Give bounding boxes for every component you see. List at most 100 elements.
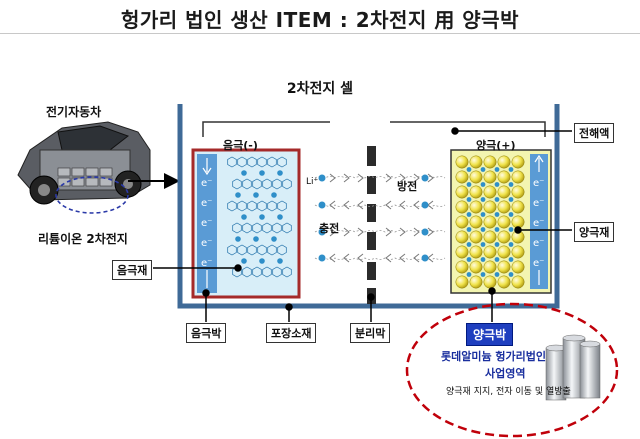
cathode-particle (469, 230, 483, 244)
li-ion-dot (508, 272, 514, 277)
cathode-particle (511, 260, 525, 274)
li-ion-label: Li⁺ (306, 177, 319, 187)
li-ion-dot (253, 236, 259, 242)
li-ion-dot (466, 182, 472, 187)
li-ion-dot (508, 167, 514, 172)
cathode-particle (455, 260, 469, 274)
li-ion-dot (277, 170, 283, 176)
cathode-particle (483, 275, 497, 289)
charge-label: 충전 (319, 222, 340, 235)
cathode-particle (469, 245, 483, 259)
cathode-particle (497, 170, 511, 184)
discharge-label: 방전 (397, 180, 418, 193)
cathode-particle (455, 275, 469, 289)
cathode-particle (483, 260, 497, 274)
electrolyte-label: 전해액 (574, 123, 615, 143)
li-ion-dot (421, 174, 429, 182)
anode-current-collector (197, 154, 217, 293)
cathode-particle (469, 260, 483, 274)
cathode-particle (483, 200, 497, 214)
cathode-particle (469, 200, 483, 214)
anode-material-label: 음극재 (112, 260, 153, 280)
battery-pack-highlight (55, 176, 129, 214)
anode-electron: e⁻ (201, 178, 212, 189)
li-ion-dot (494, 197, 500, 202)
cathode-title: 양극(+) (476, 139, 516, 152)
li-ion-dot (494, 242, 500, 247)
li-ion-dot (277, 214, 283, 220)
role-description: 양극재 지지, 전자 이동 및 열방출 (446, 387, 571, 397)
li-ion-dot (480, 257, 486, 262)
li-ion-dot (241, 258, 247, 264)
cathode-particle (455, 200, 469, 214)
li-ion-dot (421, 254, 429, 262)
battery-label: 리튬이온 2차전지 (38, 232, 128, 246)
li-ion-dot (508, 227, 514, 232)
cathode-foil-badge: 양극박 (466, 323, 514, 346)
anode-foil-label: 음극박 (186, 323, 227, 343)
cathode-particle (483, 215, 497, 229)
li-ion-dot (480, 242, 486, 247)
cathode-electrons: e⁻e⁻e⁻e⁻e⁻ (533, 154, 544, 285)
li-ion-dot (253, 192, 259, 198)
ion-flow (314, 173, 446, 263)
li-ion-dot (259, 214, 265, 220)
cathode-particle (469, 170, 483, 184)
cathode-particle (469, 155, 483, 169)
cathode-electron: e⁻ (533, 238, 544, 249)
cathode-particle (497, 200, 511, 214)
li-ion-dot (318, 254, 326, 262)
cathode-particle (469, 215, 483, 229)
li-ion-dot (277, 258, 283, 264)
li-ion-dot (318, 228, 326, 236)
cathode-particle (497, 260, 511, 274)
li-ion-dot (466, 257, 472, 262)
external-circuit (202, 121, 546, 137)
li-ion-dot (466, 197, 472, 202)
page-title: 헝가리 법인 생산 ITEM : 2차전지 用 양극박 (120, 8, 519, 32)
cathode-particle (511, 245, 525, 259)
anode-electrons: e⁻e⁻e⁻e⁻e⁻ (201, 158, 212, 288)
anode-electron: e⁻ (201, 258, 212, 269)
cathode-particle (511, 155, 525, 169)
li-ion-dot (480, 227, 486, 232)
li-ion-dot (494, 227, 500, 232)
ev-car-image (17, 121, 151, 214)
li-ion-dot (480, 212, 486, 217)
cathode-particle (497, 215, 511, 229)
cell-container (177, 104, 560, 309)
li-ion-dot (259, 170, 265, 176)
cathode-material-label: 양극재 (574, 222, 615, 242)
ev-label: 전기자동차 (46, 105, 102, 119)
anode-electron: e⁻ (201, 198, 212, 209)
cathode-particle (511, 200, 525, 214)
company-label: 롯데알미늄 헝가리법인 (441, 350, 547, 363)
anode-electron: e⁻ (201, 218, 212, 229)
cathode-particle (511, 170, 525, 184)
business-area-label: 사업영역 (485, 367, 526, 380)
cathode-particle (455, 215, 469, 229)
li-ion-dot (241, 170, 247, 176)
li-ion-dot (466, 242, 472, 247)
cathode-particle (511, 185, 525, 199)
li-ion-dot (494, 257, 500, 262)
li-ion-dot (271, 236, 277, 242)
cell-title: 2차전지 셀 (286, 81, 354, 97)
cathode-particle (455, 245, 469, 259)
li-ion-dot (494, 167, 500, 172)
li-ion-dot (494, 272, 500, 277)
li-ion-dot (494, 212, 500, 217)
pouch-label: 포장소재 (266, 323, 317, 343)
cathode-particles (455, 155, 525, 289)
li-ion-dot (241, 214, 247, 220)
li-ion-dot (318, 174, 326, 182)
cathode-electron: e⁻ (533, 178, 544, 189)
cathode-particle (455, 170, 469, 184)
cathode-particle (497, 275, 511, 289)
cathode-particle (455, 155, 469, 169)
li-ion-dot (421, 228, 429, 236)
li-ion-dot (508, 182, 514, 187)
li-ion-dot (480, 182, 486, 187)
